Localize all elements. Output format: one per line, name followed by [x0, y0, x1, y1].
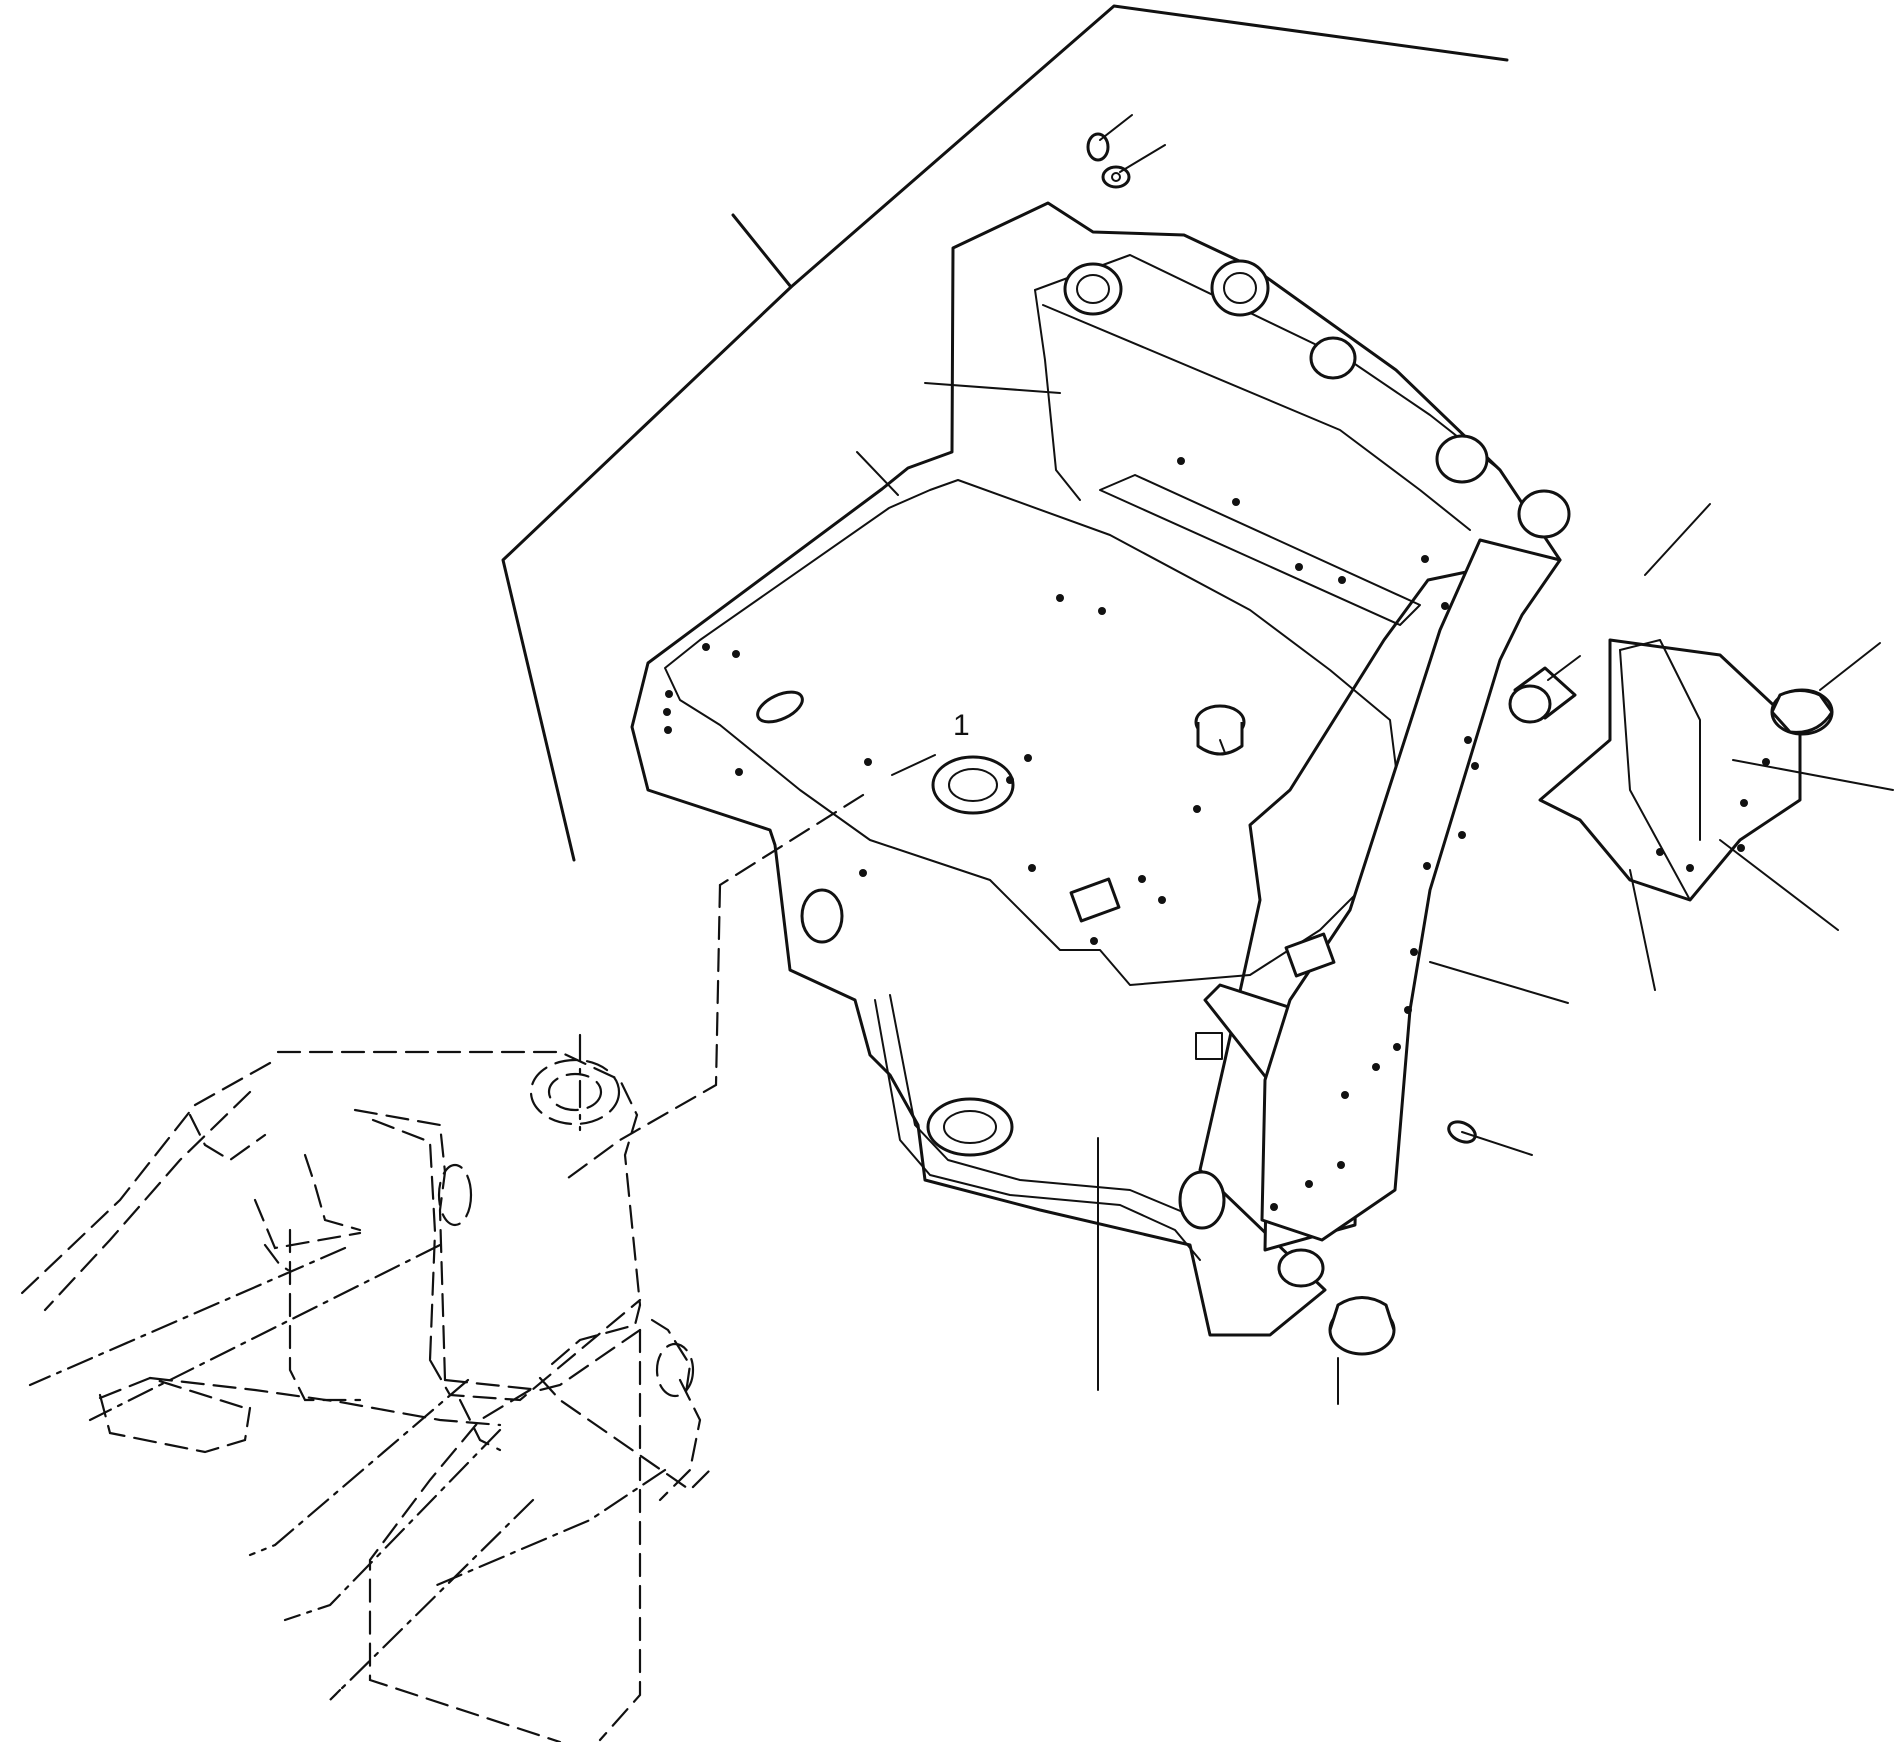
small-block	[1195, 1032, 1223, 1060]
upper-right-bore-ring	[1210, 259, 1270, 317]
bolt-holes	[663, 457, 1770, 1211]
left-pin	[756, 690, 804, 724]
loose-parts	[1086, 132, 1834, 1356]
pin-boss-1	[1309, 336, 1357, 380]
lower-pivot-bore	[926, 1097, 1014, 1157]
pin-boss-3	[1517, 489, 1571, 539]
side-bore-left	[1178, 1170, 1226, 1230]
phantom-reference-assembly	[18, 793, 865, 1742]
front-bore	[800, 888, 844, 944]
part-number-label: 1	[953, 709, 970, 742]
side-bore-right	[1277, 1248, 1325, 1288]
washer-part	[1101, 165, 1131, 189]
part-callout-1: 1	[953, 709, 970, 742]
upper-bore-ring	[1063, 262, 1123, 316]
leader-lines	[856, 114, 1894, 1405]
square-opening-2	[1284, 932, 1336, 978]
pin-boss-2	[1435, 434, 1489, 484]
square-opening	[1069, 877, 1121, 923]
grease-fitting-part	[1086, 132, 1110, 162]
group-bracket	[501, 4, 1509, 862]
main-frame	[630, 201, 1802, 1337]
center-pivot-bore	[931, 755, 1015, 815]
frame-bores	[756, 259, 1571, 1288]
